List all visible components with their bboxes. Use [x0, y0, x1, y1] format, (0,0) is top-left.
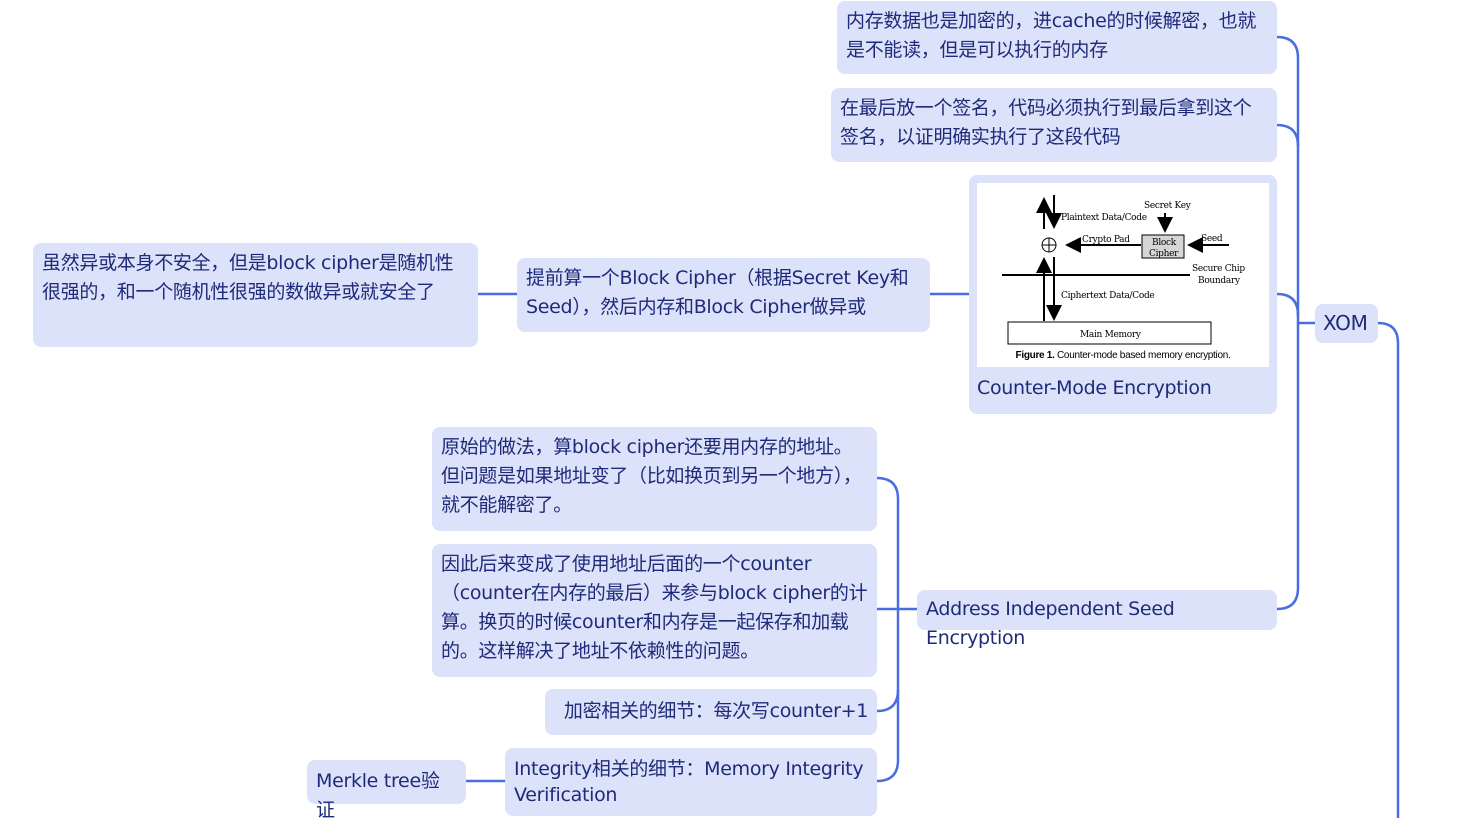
label-main-memory: Main Memory: [1080, 330, 1142, 340]
node-signature-label: 在最后放一个签名，代码必须执行到最后拿到这个签名，以证明确实执行了这段代码: [840, 97, 1252, 148]
node-block-cipher-label: 提前算一个Block Cipher（根据Secret Key和Seed），然后内…: [526, 267, 909, 318]
node-xom-label: XOM: [1323, 311, 1368, 335]
node-block-cipher[interactable]: 提前算一个Block Cipher（根据Secret Key和Seed），然后内…: [517, 258, 930, 332]
node-counter-mode-label: Counter-Mode Encryption: [977, 377, 1212, 399]
figure-caption-text: Counter-mode based memory encryption.: [1054, 350, 1231, 361]
node-encryption-detail[interactable]: 加密相关的细节：每次写counter+1: [545, 689, 877, 735]
block-cipher-box: [1141, 234, 1185, 259]
node-encrypted-memory-label: 内存数据也是加密的，进cache的时候解密，也就是不能读，但是可以执行的内存: [846, 10, 1257, 61]
node-encryption-detail-label: 加密相关的细节：每次写counter+1: [563, 700, 868, 722]
connector-xom-parent: [1376, 321, 1400, 818]
node-integrity-detail[interactable]: Integrity相关的细节：Memory Integrity Verifica…: [505, 748, 877, 816]
connector-xom-counter-mode: [1275, 292, 1300, 317]
node-signature[interactable]: 在最后放一个签名，代码必须执行到最后拿到这个签名，以证明确实执行了这段代码: [831, 88, 1277, 162]
label-secret-key: Secret Key: [1144, 201, 1192, 211]
figure-diagram: Plaintext Data/Code Secret Key Crypto Pa…: [1002, 195, 1246, 345]
figure-caption-label: Figure 1.: [1015, 350, 1055, 361]
node-counter-approach-label: 因此后来变成了使用地址后面的一个counter（counter在内存的最后）来参…: [441, 553, 868, 662]
node-merkle-tree[interactable]: Merkle tree验证: [307, 760, 466, 821]
node-xom[interactable]: XOM: [1315, 304, 1378, 343]
label-boundary-2: Boundary: [1198, 276, 1241, 286]
node-encrypted-memory[interactable]: 内存数据也是加密的，进cache的时候解密，也就是不能读，但是可以执行的内存: [837, 1, 1277, 74]
node-xor-security[interactable]: 虽然异或本身不安全，但是block cipher是随机性很强的，和一个随机性很强…: [33, 243, 478, 347]
node-address-independent-seed-encryption[interactable]: Address Independent Seed Encryption: [917, 590, 1277, 649]
node-counter-mode-encryption[interactable]: Plaintext Data/Code Secret Key Crypto Pa…: [969, 175, 1277, 414]
connector-aise-encdetail: [875, 688, 900, 713]
node-original-approach-label: 原始的做法，算block cipher还要用内存的地址。但问题是如果地址变了（比…: [441, 436, 862, 516]
label-plaintext: Plaintext Data/Code: [1061, 213, 1147, 223]
node-original-approach[interactable]: 原始的做法，算block cipher还要用内存的地址。但问题是如果地址变了（比…: [432, 427, 877, 531]
node-counter-approach[interactable]: 因此后来变成了使用地址后面的一个counter（counter在内存的最后）来参…: [432, 544, 877, 677]
node-address-independent-label: Address Independent Seed Encryption: [926, 598, 1175, 649]
connector-aise-bracket: [875, 476, 900, 783]
label-boundary-1: Secure Chip: [1192, 264, 1245, 274]
main-memory-box: [1007, 321, 1212, 345]
node-xor-security-label: 虽然异或本身不安全，但是block cipher是随机性很强的，和一个随机性很强…: [42, 252, 454, 303]
counter-mode-figure: Plaintext Data/Code Secret Key Crypto Pa…: [977, 183, 1269, 367]
connector-xom-bracket: [1275, 35, 1300, 611]
node-merkle-tree-label: Merkle tree验证: [316, 770, 440, 821]
connector-xom-signature: [1275, 123, 1300, 148]
label-block-line2: Cipher: [1149, 249, 1179, 259]
node-integrity-detail-label: Integrity相关的细节：Memory Integrity Verifica…: [514, 758, 864, 806]
figure-caption: Figure 1. Counter-mode based memory encr…: [977, 341, 1269, 370]
label-block-line1: Block: [1152, 238, 1177, 248]
label-seed: Seed: [1201, 234, 1223, 244]
label-crypto-pad: Crypto Pad: [1082, 235, 1130, 245]
label-ciphertext: Ciphertext Data/Code: [1061, 291, 1154, 301]
